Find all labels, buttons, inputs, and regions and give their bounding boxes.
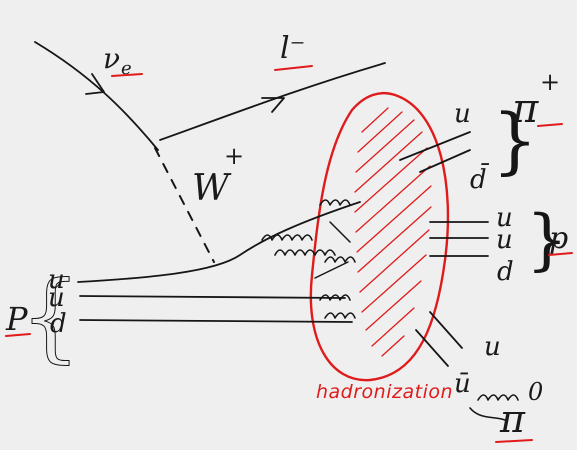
proton-left-label: P [5, 300, 28, 338]
pi-plus-label: π [511, 86, 539, 132]
spectator-u-line [79, 295, 346, 299]
pi-zero-ubar-line [415, 329, 449, 367]
p-out-quark-1: u [496, 203, 513, 233]
w-boson-charge: + [224, 142, 244, 170]
proton-quark-1: u [48, 265, 65, 295]
neutrino-underline [111, 73, 143, 77]
pi-zero-bracket [469, 394, 519, 421]
pi-plus-brace: } [492, 98, 538, 182]
pi-zero-label: π [499, 397, 526, 441]
pi-zero-antiquark: ū [454, 369, 471, 399]
hatching [354, 107, 432, 357]
gluon-4 [324, 256, 356, 263]
lepton-line [159, 62, 386, 141]
gluon-stub-1 [329, 221, 351, 243]
hadronization-region [309, 91, 450, 382]
proton-left-brace: { [20, 261, 81, 373]
p-out-quark-3: d [497, 257, 514, 287]
neutrino-subscript: e [121, 58, 132, 79]
neutrino-line [34, 41, 159, 151]
spectator-d-line [79, 319, 353, 323]
w-boson-label: W [192, 168, 232, 209]
lepton-label: l⁻ [280, 31, 305, 66]
proton-quark-3: d [50, 309, 67, 339]
gluon-2 [274, 249, 336, 256]
p-out-underline [548, 252, 573, 256]
struck-quark-line [77, 201, 361, 283]
p-out-quark-2: u [496, 225, 513, 255]
p-out-label: p [549, 221, 568, 256]
gluon-6 [324, 312, 356, 319]
pi-zero-underline [495, 439, 533, 443]
proton-quark-2: u [48, 283, 65, 313]
gluon-5 [319, 294, 351, 301]
gluon-1 [261, 234, 313, 241]
w-boson-line [154, 147, 215, 263]
pi-zero-charge: 0 [528, 378, 543, 406]
proton-left-underline [5, 333, 31, 337]
gluon-3 [319, 199, 351, 206]
pi-plus-charge: + [540, 68, 560, 96]
neutrino-label: ν [103, 42, 120, 75]
p-out-brace: } [526, 201, 568, 278]
pi-plus-dbar-line [419, 149, 471, 173]
pi-plus-quark: u [454, 99, 471, 129]
pi-plus-u-line [399, 131, 471, 161]
pi-zero-quark: u [484, 332, 501, 362]
hadronization-caption: hadronization [316, 381, 453, 403]
pi-zero-u-line [429, 311, 463, 349]
gluon-stub-2 [314, 261, 349, 279]
pi-plus-underline [537, 123, 563, 127]
lepton-underline [274, 65, 313, 71]
pi-plus-antiquark: d̄ [470, 162, 490, 195]
gluon-lines [261, 199, 356, 319]
